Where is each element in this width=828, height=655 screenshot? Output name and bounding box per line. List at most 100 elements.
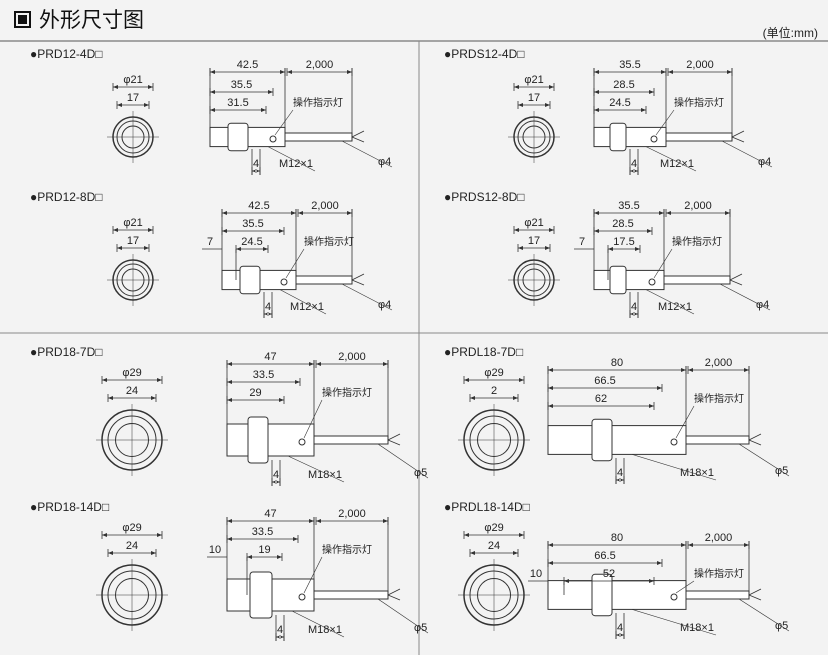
thread-label: M12×1 <box>660 158 694 170</box>
indicator-label: 操作指示灯 <box>694 567 744 580</box>
inner-diameter-dim: 24 <box>126 385 138 397</box>
nut-width-dim: 4 <box>617 622 623 634</box>
thread-label: M18×1 <box>308 624 342 636</box>
front-offset-dim: 10 <box>530 568 542 580</box>
indicator-led <box>648 278 656 286</box>
indicator-label: 操作指示灯 <box>322 543 372 556</box>
square-bullet-icon <box>14 10 31 28</box>
drawing-panel: ●PRDL18-7D□φ292802,00066.562操作指示灯4M18×1φ… <box>444 345 790 484</box>
model-title: ●PRDS12-4D□ <box>444 47 525 61</box>
length-dim: 62 <box>595 393 607 405</box>
thread-label: M18×1 <box>680 467 714 479</box>
cable-length-dim: 2,000 <box>338 351 366 363</box>
outer-diameter-dim: φ29 <box>122 522 141 534</box>
outer-diameter-dim: φ29 <box>122 367 141 379</box>
inner-diameter-dim: 17 <box>528 235 540 247</box>
indicator-label: 操作指示灯 <box>674 96 724 109</box>
thread-label: M18×1 <box>680 622 714 634</box>
indicator-label: 操作指示灯 <box>322 386 372 399</box>
cable-length-dim: 2,000 <box>705 532 733 544</box>
length-dim: 52 <box>603 568 615 580</box>
inner-diameter-dim: 2 <box>491 385 497 397</box>
indicator-label: 操作指示灯 <box>304 235 354 248</box>
inner-diameter-dim: 17 <box>127 92 139 104</box>
model-title: ●PRD12-4D□ <box>30 47 103 61</box>
inner-diameter-dim: 24 <box>126 540 138 552</box>
cable-length-dim: 2,000 <box>705 357 733 369</box>
outer-diameter-dim: φ21 <box>123 217 142 229</box>
model-title: ●PRD18-14D□ <box>30 500 109 514</box>
indicator-label: 操作指示灯 <box>694 392 744 405</box>
outer-diameter-dim: φ29 <box>484 367 503 379</box>
length-dim: 35.5 <box>231 79 252 91</box>
thread-label: M12×1 <box>658 301 692 313</box>
cable-diameter-label: φ4 <box>378 156 391 168</box>
length-dim: 42.5 <box>237 59 258 71</box>
outer-diameter-dim: φ29 <box>484 522 503 534</box>
length-dim: 66.5 <box>594 550 615 562</box>
length-dim: 35.5 <box>619 59 640 71</box>
front-view: φ29 24 <box>458 522 530 631</box>
nut-width-dim: 4 <box>253 158 259 170</box>
indicator-label: 操作指示灯 <box>293 96 343 109</box>
section-title: 外形尺寸图 <box>39 9 144 32</box>
model-title: ●PRDL18-14D□ <box>444 500 530 514</box>
length-dim: 19 <box>258 544 270 556</box>
thread-label: M12×1 <box>279 158 313 170</box>
cable-diameter-label: φ4 <box>378 299 391 311</box>
length-dim: 33.5 <box>252 526 273 538</box>
cable-length-dim: 2,000 <box>306 59 334 71</box>
length-dim: 28.5 <box>613 79 634 91</box>
length-dim: 35.5 <box>242 218 263 230</box>
indicator-led <box>269 135 277 143</box>
outer-diameter-dim: φ21 <box>524 217 543 229</box>
indicator-led <box>298 438 306 446</box>
length-dim: 31.5 <box>227 97 248 109</box>
indicator-led <box>298 593 306 601</box>
front-view: φ21 17 <box>508 217 560 306</box>
front-offset-dim: 7 <box>207 236 213 248</box>
nut-width-dim: 4 <box>277 624 283 636</box>
length-dim: 80 <box>611 357 623 369</box>
cable-length-dim: 2,000 <box>338 508 366 520</box>
side-view: 42.5 2,000 35.5 31.5 操作指示灯 4 M12×1 φ4 <box>209 59 393 175</box>
cable-length-dim: 2,000 <box>684 200 712 212</box>
drawing-panel: ●PRD18-7D□φ2924472,00033.529操作指示灯4M18×1φ… <box>30 345 429 486</box>
length-dim: 17.5 <box>613 236 634 248</box>
indicator-led <box>650 135 658 143</box>
indicator-label: 操作指示灯 <box>672 235 722 248</box>
length-dim: 42.5 <box>248 200 269 212</box>
indicator-led <box>280 278 288 286</box>
outer-diameter-dim: φ21 <box>524 74 543 86</box>
length-dim: 66.5 <box>594 375 615 387</box>
model-title: ●PRDS12-8D□ <box>444 190 525 204</box>
section-header: 外形尺寸图 <box>14 4 144 34</box>
nut-width-dim: 4 <box>631 301 637 313</box>
indicator-led <box>670 438 678 446</box>
thread-label: M18×1 <box>308 469 342 481</box>
inner-diameter-dim: 24 <box>488 540 500 552</box>
length-dim: 33.5 <box>253 369 274 381</box>
nut-width-dim: 4 <box>631 158 637 170</box>
nut-width-dim: 4 <box>617 467 623 479</box>
cable-length-dim: 2,000 <box>311 200 339 212</box>
thread-label: M12×1 <box>290 301 324 313</box>
cable-diameter-label: φ4 <box>758 156 771 168</box>
length-dim: 35.5 <box>618 200 639 212</box>
length-dim: 24.5 <box>609 97 630 109</box>
unit-label: (单位:mm) <box>762 26 818 40</box>
indicator-led <box>670 593 678 601</box>
